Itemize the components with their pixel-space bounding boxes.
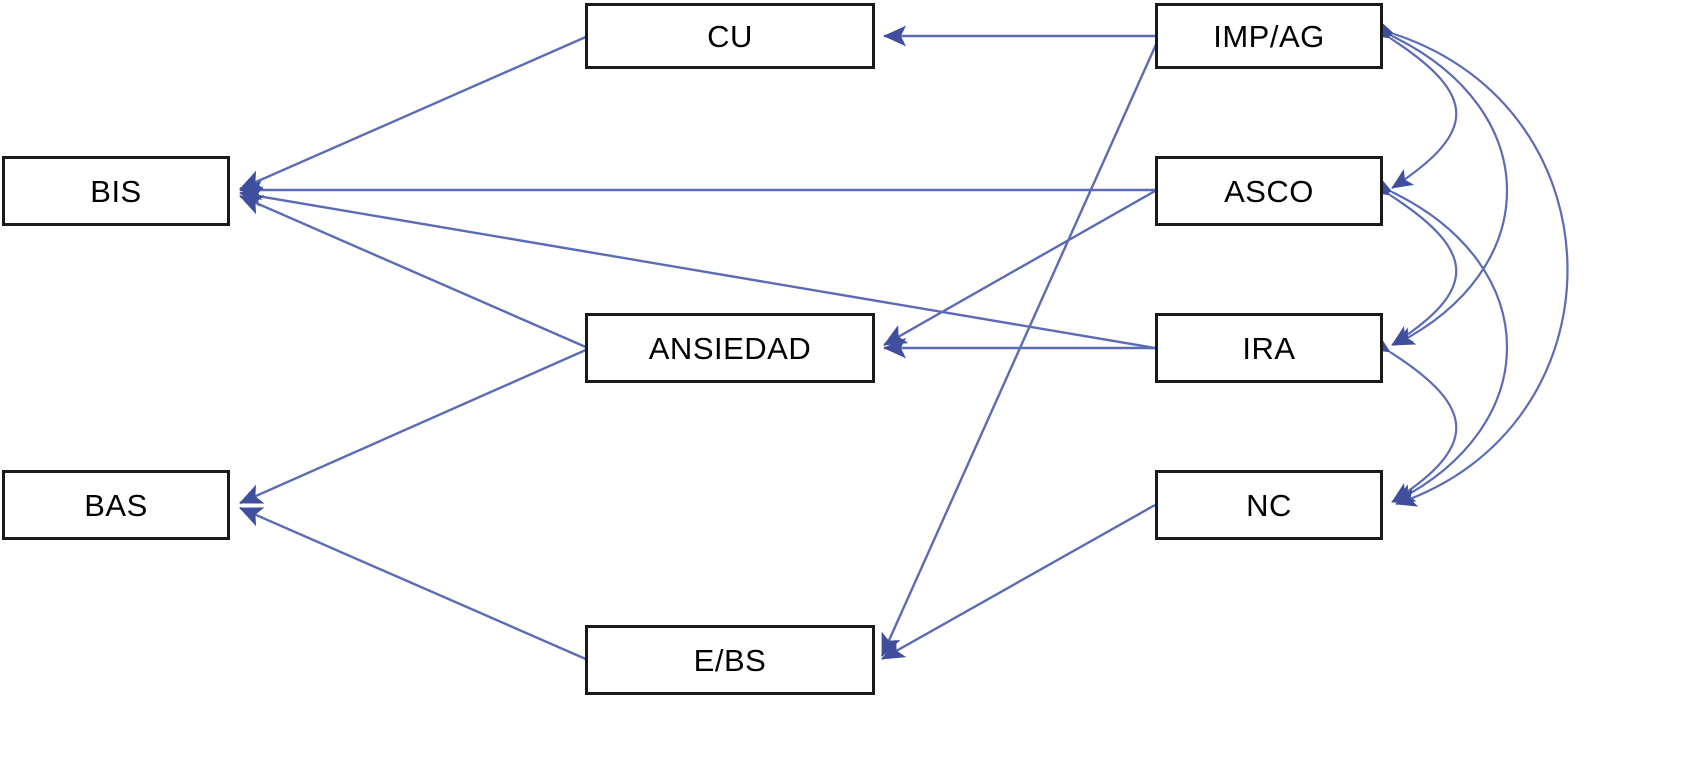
node-e-bs[interactable]: E/BS [585, 625, 875, 695]
edge-ebs-to-bas [239, 506, 589, 662]
node-label-e-bs: E/BS [693, 642, 767, 678]
node-label-imp-ag: IMP/AG [1213, 18, 1325, 54]
edge-cov-asco-nc [1369, 174, 1508, 503]
edge-ansiedad-to-bas [239, 347, 589, 505]
edge-ansiedad-to-bis [239, 194, 589, 350]
edge-cov-impag-ira [1369, 18, 1508, 346]
edge-cu-to-bis [239, 34, 589, 191]
node-label-bis: BIS [90, 173, 142, 209]
node-label-ira: IRA [1242, 330, 1296, 366]
node-nc[interactable]: NC [1155, 470, 1383, 540]
node-ansiedad[interactable]: ANSIEDAD [585, 313, 875, 383]
node-imp-ag[interactable]: IMP/AG [1155, 3, 1383, 69]
edge-nc-to-ebs [881, 503, 1156, 661]
edge-asco-to-ansiedad [883, 189, 1156, 347]
node-ira[interactable]: IRA [1155, 313, 1383, 383]
node-label-ansiedad: ANSIEDAD [648, 330, 812, 366]
node-label-cu: CU [707, 18, 753, 54]
edge-cov-asco-ira [1367, 176, 1458, 346]
edge-cov-ira-nc [1367, 333, 1458, 503]
edge-impag-to-ebs [880, 39, 1160, 657]
edge-cov-impag-asco [1367, 19, 1458, 189]
node-label-bas: BAS [84, 487, 148, 523]
node-label-nc: NC [1246, 487, 1292, 523]
node-asco[interactable]: ASCO [1155, 156, 1383, 226]
node-bis[interactable]: BIS [2, 156, 230, 226]
node-bas[interactable]: BAS [2, 470, 230, 540]
node-cu[interactable]: CU [585, 3, 875, 69]
edge-ira-to-bis [239, 186, 1156, 350]
edge-cov-impag-nc [1371, 18, 1569, 507]
node-label-asco: ASCO [1224, 173, 1314, 209]
